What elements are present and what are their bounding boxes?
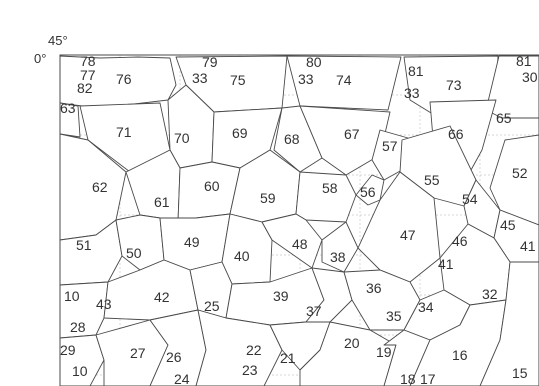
sheet-number-label: 33 [192,70,208,86]
sheet-number-label: 79 [202,54,218,70]
sheet-number-label: 45 [500,217,516,233]
sheet-number-label: 22 [246,342,262,358]
sheet-outline [321,221,359,273]
sheet-number-label: 33 [298,71,314,87]
sheet-number-label: 40 [234,248,250,264]
sheet-outline [103,259,199,321]
sheet-number-label: 26 [166,349,182,365]
sheet-number-label: 71 [116,124,132,140]
sheet-number-label: 69 [232,125,248,141]
sheet-number-label: 15 [512,365,528,381]
sheet-number-label: 57 [382,138,398,154]
sheet-number-label: 82 [77,80,93,96]
sheet-number-label: 76 [116,71,132,87]
sheet-outline [355,174,385,206]
sheet-outline [286,55,402,111]
sheet-number-label: 37 [306,303,322,319]
sheet-number-label: 41 [438,256,454,272]
sheet-number-label: 24 [174,371,190,386]
sheet-number-label: 81 [408,63,424,79]
sheet-number-label: 10 [72,363,88,379]
sheet-number-label: 19 [376,344,392,360]
sheet-number-label: 60 [204,178,220,194]
sheet-number-label: 58 [322,180,338,196]
sheet-number-label: 74 [336,72,352,88]
sheet-number-label: 63 [60,100,76,116]
sheet-number-label: 56 [360,184,376,200]
sheet-number-label: 10 [64,288,80,304]
sheet-number-label: 38 [330,249,346,265]
sheet-number-label: 39 [273,288,289,304]
sheet-number-label: 23 [242,362,258,378]
corner-latitude-label: 45° [48,33,68,48]
sheet-number-label: 59 [260,190,276,206]
sheet-outline [479,261,539,386]
sheet-number-label: 66 [448,126,464,142]
sheet-number-label: 29 [60,342,76,358]
sheet-number-label: 21 [280,350,296,366]
sheet-number-label: 78 [80,53,96,69]
sheet-number-label: 80 [306,54,322,70]
sheet-outline [371,129,409,181]
sheet-number-label: 62 [92,179,108,195]
sheet-number-label: 81 [516,53,532,69]
sheet-number-label: 73 [446,77,462,93]
map-frame [59,54,539,386]
sheet-number-label: 28 [70,319,86,335]
sheet-outlines [59,55,539,386]
sheet-number-label: 47 [400,227,416,243]
sheet-number-label: 35 [386,308,402,324]
sheet-number-label: 77 [80,67,96,83]
sheet-number-label: 46 [452,233,468,249]
sheet-number-label: 16 [452,347,468,363]
sheet-number-label: 48 [292,236,308,252]
sheet-number-label: 20 [344,335,360,351]
sheet-number-label: 61 [154,194,170,210]
sheet-outline [115,214,165,271]
sheet-number-label: 33 [404,85,420,101]
sheet-number-label: 34 [418,299,434,315]
sheet-number-label: 27 [130,345,146,361]
sheet-number-label: 43 [96,296,112,312]
sheet-number-label: 49 [184,234,200,250]
sheet-number-label: 36 [366,280,382,296]
sheet-outline [299,321,397,386]
sheet-number-label: 18 [400,371,416,386]
sheet-number-label: 75 [230,72,246,88]
sheet-number-label: 70 [174,130,190,146]
sheet-number-label: 41 [520,238,536,254]
sheet-number-label: 17 [420,371,436,386]
sheet-outline [299,105,391,176]
sheet-number-label: 50 [126,245,142,261]
sheet-outline [195,309,283,386]
sheet-number-label: 68 [284,131,300,147]
sheet-outline [383,329,431,386]
sheet-number-label: 67 [344,126,360,142]
sheet-number-label: 32 [482,286,498,302]
sheet-number-label: 51 [76,237,92,253]
sheet-number-label: 42 [154,289,170,305]
sheet-number-label: 55 [424,172,440,188]
sheet-number-label: 30 [522,69,538,85]
corner-longitude-label: 0° [34,51,46,66]
sheet-number-label: 54 [462,191,478,207]
sheet-outline [273,105,323,173]
sheet-number-label: 65 [496,110,512,126]
sheet-number-label: 52 [512,165,528,181]
sheet-number-label: 25 [204,298,220,314]
